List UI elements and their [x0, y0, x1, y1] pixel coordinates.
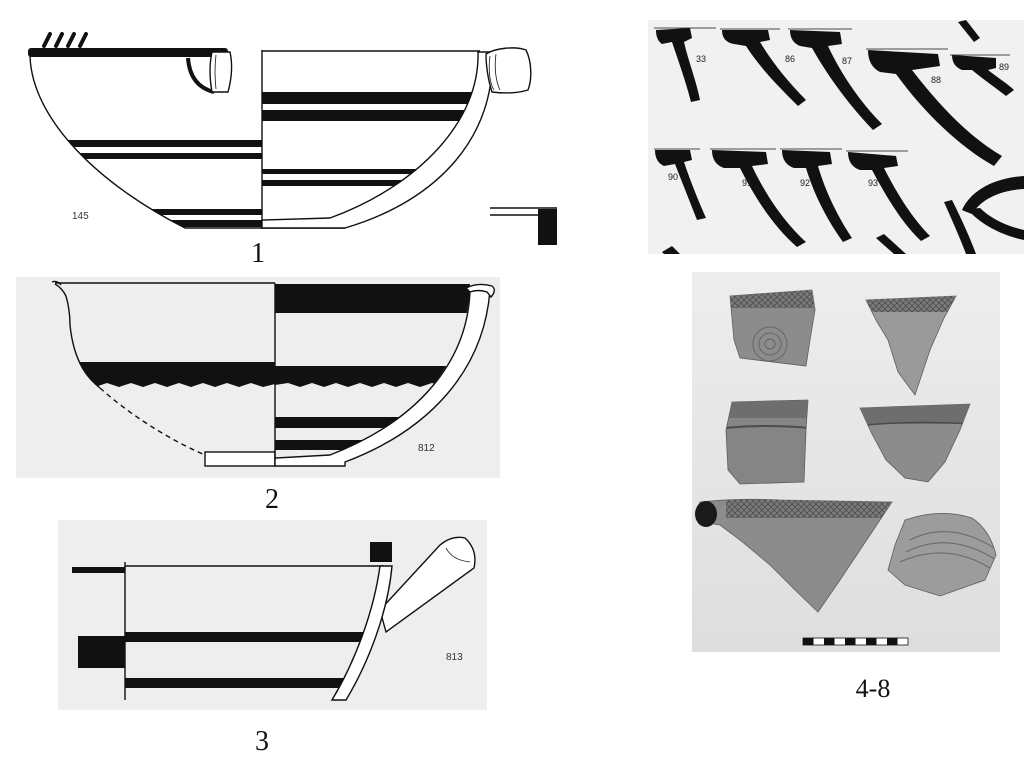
band-upper [125, 632, 365, 642]
interior-bands [262, 92, 479, 186]
restored-profile [99, 387, 206, 456]
exterior-profile [29, 55, 186, 229]
wall-section [261, 51, 493, 229]
rim-label-89: 89 [999, 62, 1009, 72]
painted-rim [28, 48, 228, 57]
interior-bands [275, 284, 470, 450]
rim-label-93: 93 [868, 178, 878, 188]
rim-label-92: 92 [800, 178, 810, 188]
rim-section-block [370, 542, 392, 562]
rim-label-91: 91 [742, 178, 752, 188]
sherd-5-spouted [695, 498, 893, 613]
rim-fragment [958, 20, 980, 42]
sherd-4 [859, 403, 971, 483]
rim-label-86: 86 [785, 54, 795, 64]
rim-profile-91 [712, 150, 806, 247]
sherd-photograph [692, 272, 1000, 652]
bowl-drawing-812: 812 [16, 277, 500, 478]
section-legend [490, 207, 557, 245]
rim-fragment [662, 246, 680, 254]
exterior-profile [54, 283, 101, 389]
rim-lip [51, 280, 62, 286]
profile-block [78, 636, 125, 668]
foot-ring [204, 451, 276, 467]
figure-caption-1: 1 [251, 238, 265, 269]
spout [485, 47, 532, 94]
rim-profile-33 [656, 28, 700, 102]
catalog-number: 813 [446, 652, 463, 663]
rim-profile-86 [722, 30, 806, 106]
figure-caption-3: 3 [255, 726, 269, 757]
rim-profile-87 [790, 30, 882, 130]
vessel-drawing-813: 813 [58, 520, 487, 710]
rim-label-90: 90 [668, 172, 678, 182]
rim-fragment [962, 176, 1024, 214]
wall-section [274, 289, 491, 467]
rim-label-87: 87 [842, 56, 852, 66]
loop-handle [186, 51, 233, 94]
spout [379, 536, 476, 634]
rim-curl [464, 283, 495, 299]
rim-profile-89 [952, 55, 1014, 96]
exterior-bands [30, 140, 262, 227]
scale-bar [802, 637, 909, 646]
exterior-bands [55, 362, 275, 387]
reference-lines [654, 27, 1010, 152]
figure-caption-4-8: 4-8 [856, 674, 891, 703]
sherd-2 [865, 295, 957, 396]
figure-caption-2: 2 [265, 484, 279, 515]
rim-tick-marks [42, 32, 88, 48]
rim-fragment [876, 234, 906, 254]
rim-fragment [944, 200, 976, 254]
rim-profile-92 [782, 150, 852, 242]
spout-opening [695, 501, 717, 527]
rim-label-33: 33 [696, 54, 706, 64]
bowl-drawing-145: 145 [28, 32, 532, 229]
rim-label-88: 88 [931, 75, 941, 85]
sherd-1 [729, 289, 816, 367]
rim-marker [72, 567, 125, 573]
catalog-number: 145 [72, 211, 89, 222]
rim-profile-90 [655, 150, 706, 220]
rim-profiles-panel: 33 86 87 88 89 90 91 92 93 [648, 20, 1024, 254]
rim-profile-93 [848, 152, 930, 241]
catalog-number: 812 [418, 443, 435, 454]
sherd-3 [725, 399, 809, 485]
band-lower [125, 678, 345, 688]
rim-fragment [962, 208, 1024, 240]
rim-profile-88 [868, 50, 1002, 166]
wall-section [330, 565, 393, 701]
sherd-6 [887, 513, 997, 597]
